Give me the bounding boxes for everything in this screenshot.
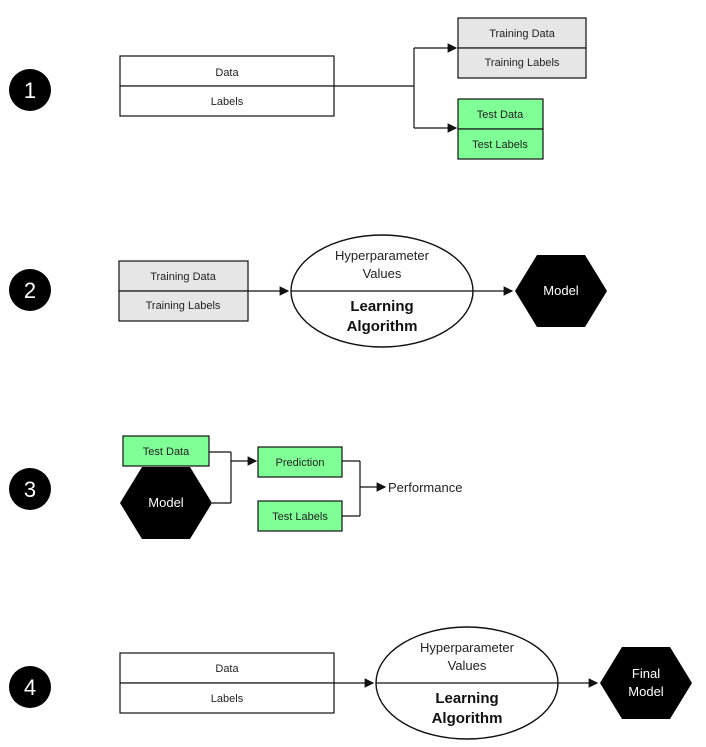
- step3-connector-to-prediction: [209, 451, 258, 504]
- step4-model-label: Model: [628, 684, 664, 699]
- step4-values-label: Values: [448, 658, 487, 673]
- step1-data-label: Data: [215, 67, 239, 79]
- step2-training-box: Training Data Training Labels: [118, 260, 249, 322]
- step3-test-labels-box: Test Labels: [257, 500, 343, 532]
- step4-data-labels-box: Data Labels: [119, 652, 335, 714]
- step2-values-label: Values: [363, 266, 402, 281]
- step3-test-labels-label: Test Labels: [272, 511, 328, 523]
- step2-model-label: Model: [543, 283, 579, 298]
- step4-algorithm-label: Algorithm: [432, 710, 503, 727]
- step1-data-labels-box: Data Labels: [119, 55, 335, 117]
- step1-test-data-label: Test Data: [477, 109, 524, 121]
- step1-labels-label: Labels: [211, 96, 244, 108]
- step4-learning-algorithm-ellipse: Hyperparameter Values Learning Algorithm: [375, 626, 559, 740]
- step3-prediction-box: Prediction: [257, 446, 343, 478]
- step-4-number: 4: [24, 675, 36, 700]
- step4-learning-label: Learning: [435, 690, 498, 707]
- step4-data-label: Data: [215, 663, 239, 675]
- step3-model-hexagon: Model: [120, 467, 212, 539]
- step-4-badge: 4: [9, 666, 51, 708]
- step-3-number: 3: [24, 477, 36, 502]
- step1-test-labels-label: Test Labels: [472, 139, 528, 151]
- step2-training-data-label: Training Data: [150, 271, 217, 283]
- step4-final-model-hexagon: Final Model: [600, 647, 692, 719]
- step3-test-data-box: Test Data: [122, 435, 210, 467]
- step3-model-label: Model: [148, 495, 184, 510]
- step2-training-labels-label: Training Labels: [146, 300, 221, 312]
- step3-test-data-label: Test Data: [143, 446, 190, 458]
- step3-prediction-label: Prediction: [276, 457, 325, 469]
- step1-split-connector: [334, 43, 458, 133]
- step4-labels-label: Labels: [211, 693, 244, 705]
- step2-learning-algorithm-ellipse: Hyperparameter Values Learning Algorithm: [290, 234, 474, 348]
- step-2-badge: 2: [9, 269, 51, 311]
- step3-connector-to-performance: [342, 460, 387, 517]
- step1-training-box: Training Data Training Labels: [457, 17, 587, 79]
- step4-final-label: Final: [632, 666, 660, 681]
- step2-learning-label: Learning: [350, 298, 413, 315]
- step3-performance-label: Performance: [388, 480, 462, 495]
- step4-hyperparameter-label: Hyperparameter: [420, 640, 515, 655]
- step2-algorithm-label: Algorithm: [347, 318, 418, 335]
- step-3-badge: 3: [9, 468, 51, 510]
- step2-model-hexagon: Model: [515, 255, 607, 327]
- step-1-badge: 1: [9, 69, 51, 111]
- step2-hyperparameter-label: Hyperparameter: [335, 248, 430, 263]
- step1-training-data-label: Training Data: [489, 28, 556, 40]
- step-2-number: 2: [24, 278, 36, 303]
- step1-test-box: Test Data Test Labels: [457, 98, 544, 160]
- step-1-number: 1: [24, 78, 36, 103]
- step1-training-labels-label: Training Labels: [485, 57, 560, 69]
